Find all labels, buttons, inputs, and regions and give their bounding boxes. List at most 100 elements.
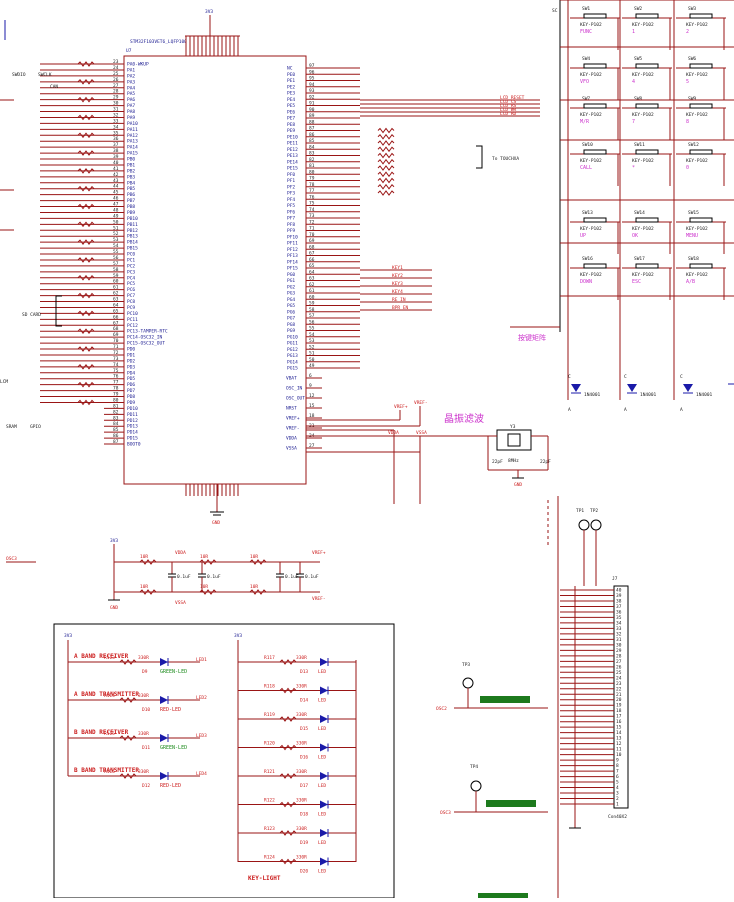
mcu-right-pin-number: 93 <box>309 88 315 94</box>
mcu-right-pin-number: 92 <box>309 94 315 100</box>
key-led-part: LED <box>318 840 326 846</box>
key-switch-part: KEY-P102 <box>580 22 602 28</box>
mcu-left-pin-label: PD10 <box>127 406 138 412</box>
filter-power: 3V3 <box>110 538 118 544</box>
mcu-right-pin-label: PF1 <box>287 178 295 184</box>
led-section-led-ref: D10 <box>142 707 150 713</box>
key-led-res-value: 330R <box>296 769 307 775</box>
touch-label: To TOUCHXA <box>492 156 519 162</box>
mcu-left-pin-group: PA0-WKUP23PA124PA225PA326PA427PA528PA629… <box>40 59 168 448</box>
mcu-right-pin-label: PE12 <box>287 147 298 153</box>
mcu-right-pin-number: 88 <box>309 119 315 125</box>
mcu-right-pin-label: PG13 <box>287 353 298 359</box>
connector-pin-number: 7 <box>616 769 619 775</box>
mcu-left-pin-number: 74 <box>113 362 119 368</box>
filter-resistor-value: 10R <box>200 554 208 560</box>
key-led-ref: D18 <box>300 812 308 818</box>
mcu-right-pin-number: 97 <box>309 63 315 69</box>
key-led-part: LED <box>318 669 326 675</box>
mcu-right-pin-label: PF14 <box>287 259 298 265</box>
mcu-left-pin-number: 85 <box>113 427 119 433</box>
keypad-corner-mark: SC <box>552 8 558 14</box>
mcu-left-pin-number: 35 <box>113 130 119 136</box>
key-function-label: CALL <box>580 165 592 171</box>
key-switch-ref: SW4 <box>582 56 590 62</box>
test-point-tp4 <box>470 780 482 792</box>
mcu-left-pin-number: 51 <box>113 225 119 231</box>
connector-pin-number: 17 <box>616 714 622 720</box>
connector-pin-number: 14 <box>616 730 622 736</box>
connector-pin-number: 18 <box>616 708 622 714</box>
mcu-right-pin-number: 79 <box>309 176 315 182</box>
mcu-right-pin-label: NC <box>287 66 293 72</box>
mcu-left-pin-number: 27 <box>113 83 119 89</box>
mcu-right-pin-number: 63 <box>309 276 315 282</box>
mcu-left-pin-number: 67 <box>113 320 119 326</box>
key-switch-body <box>689 63 713 69</box>
connector-pin-number: 13 <box>616 736 622 742</box>
mcu-right-pin-number: 58 <box>309 307 315 313</box>
connector-pin-number: 34 <box>616 620 622 626</box>
vref-plus-net: VREF+ <box>394 404 408 410</box>
mcu-left-pin-label: PD9 <box>127 400 135 406</box>
mcu-left-pin-label: PB2 <box>127 168 135 174</box>
filter-resistor-value: 10R <box>200 584 208 590</box>
mcu-power-pin-label: VDDA <box>286 436 297 442</box>
mcu-power-pin-number: 18 <box>309 413 315 419</box>
key-switch-body <box>635 263 659 269</box>
connector-pin-number: 6 <box>616 774 619 780</box>
mcu-left-pin-label: PA10 <box>127 121 138 127</box>
mcu-left-pin-label: PB14 <box>127 240 138 246</box>
mcu-right-pin-number: 51 <box>309 351 315 357</box>
mcu-left-pin-label: PD14 <box>127 430 138 436</box>
mcu-left-pin-number: 56 <box>113 255 119 261</box>
mcu-right-pin-number: 55 <box>309 326 315 332</box>
key-switch-ref: SW9 <box>688 96 696 102</box>
mcu-left-pin-label: PA5 <box>127 91 135 97</box>
key-switch-part: KEY-P102 <box>632 72 654 78</box>
mcu-left-pin-label: PC15-OSC32_OUT <box>127 341 165 347</box>
connector-pin-number: 29 <box>616 648 622 654</box>
mcu-right-pin-label: PE3 <box>287 91 295 97</box>
mcu-left-pin-number: 87 <box>113 439 119 445</box>
mcu-right-pin-label: PE5 <box>287 103 295 109</box>
mcu-right-pin-label: PF11 <box>287 241 298 247</box>
filter-resistor-value: 10R <box>140 554 148 560</box>
connector-pin-number: 15 <box>616 725 622 731</box>
mcu-left-pin-number: 83 <box>113 415 119 421</box>
mcu-right-pin-label: PF10 <box>287 234 298 240</box>
right-net-group: LCD_RESETLCD_CSLCD_RSLCD_WRLCD_RDKEY1KEY… <box>360 95 540 311</box>
mcu-right-pin-number: 80 <box>309 169 315 175</box>
mcu-left-pin-number: 23 <box>113 59 119 65</box>
mcu-left-pin-label: PB9 <box>127 210 135 216</box>
key-switch-body <box>583 263 607 269</box>
mcu-chip: STM32F103VET6_LQFP100 U7 3V3 PA0-WKUP23P… <box>40 9 395 526</box>
keypad-diode-part: 1N4001 <box>640 392 657 398</box>
mcu-left-pin-label: PB12 <box>127 228 138 234</box>
mcu-part-name: STM32F103VET6_LQFP100 <box>130 39 187 45</box>
left-net-label: OSC3 <box>6 556 17 562</box>
mcu-left-pin-number: 42 <box>113 172 119 178</box>
mcu-left-pin-number: 64 <box>113 302 119 308</box>
key-switch-body <box>583 217 607 223</box>
left-side-annotations: SWDIO SWCLK CAN SD CARD LCM SRAM GPIO OS… <box>0 20 62 563</box>
key-function-label: UP <box>580 233 586 239</box>
key-led-res-value: 330R <box>296 684 307 690</box>
mcu-right-pin-number: 89 <box>309 113 315 119</box>
mcu-right-pin-number: 49 <box>309 363 315 369</box>
key-function-label: MENU <box>686 233 698 239</box>
mcu-left-pin-label: PB0 <box>127 157 135 163</box>
key-led-res-value: 330R <box>296 826 307 832</box>
key-switch-ref: SW11 <box>634 142 645 148</box>
led-section-title: A BAND TRANSMITTER <box>74 691 139 698</box>
vref-minus-net: VREF- <box>414 400 428 406</box>
key-led-res-value: 330R <box>296 741 307 747</box>
mcu-right-pin-number: 67 <box>309 251 315 257</box>
mcu-left-pin-number: 38 <box>113 148 119 154</box>
filter-resistor-value: 10R <box>250 554 258 560</box>
key-switch-body <box>583 103 607 109</box>
connector-pin-number: 39 <box>616 593 622 599</box>
key-switch-body <box>635 103 659 109</box>
mcu-left-pin-label: PC0 <box>127 252 135 258</box>
